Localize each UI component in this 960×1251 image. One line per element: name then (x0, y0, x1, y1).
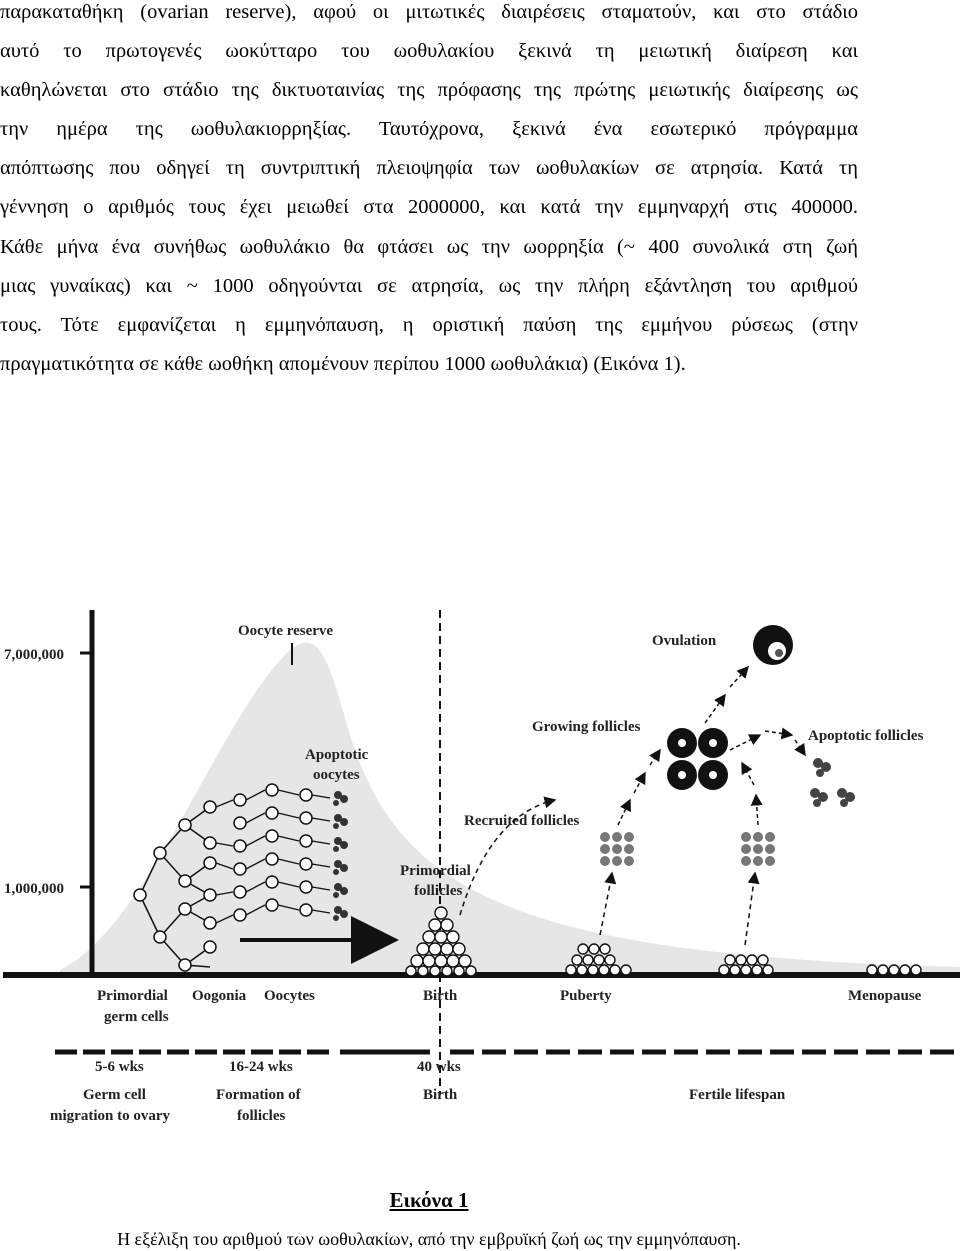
timeline-16-24-wks: 16-24 wks (229, 1059, 293, 1075)
text-line: παρακαταθήκη (ovarian reserve), αφού οι … (0, 1, 858, 23)
primordial-follicles-label-2: follicles (414, 883, 462, 899)
timeline-5-6-wks: 5-6 wks (95, 1059, 144, 1075)
stage-menopause: Menopause (848, 988, 922, 1004)
text-line: τους. Τότε εμφανίζεται η εμμηνόπαυση, η … (0, 314, 858, 336)
text-line: απόπτωσης που οδηγεί τη συντριπτική πλει… (0, 157, 858, 179)
ovulation-follicle (753, 625, 793, 665)
text-line: Κάθε μήνα ένα συνήθως ωοθυλάκιο θα φτάσε… (0, 236, 858, 258)
oocyte-reserve-curve (60, 642, 960, 973)
follicle-lifecycle-figure: 7,000,000 1,000,000 Oocyte reserve Apopt… (3, 610, 960, 1124)
text-line: μιας γυναίκας) και ~ 1000 οδηγούνται σε … (0, 275, 858, 297)
recruited-follicles-label: Recruited follicles (464, 813, 580, 829)
stage-primordial-germ-cells-2: germ cells (104, 1009, 169, 1025)
apoptotic-oocyte-clusters (333, 791, 348, 921)
timeline-germ-cell: Germ cell (83, 1087, 146, 1103)
y-tick-1m: 1,000,000 (4, 881, 64, 897)
text-line: γέννηση ο αριθμός τους έχει μειωθεί στα … (0, 196, 858, 218)
figure-title: Εικόνα 1 (389, 1188, 469, 1212)
timeline-fertile-lifespan: Fertile lifespan (689, 1087, 786, 1103)
stage-birth: Birth (423, 988, 458, 1004)
apoptotic-oocytes-label: Apoptotic (305, 747, 369, 763)
primordial-follicle-pyramid (405, 906, 477, 977)
text-line: πραγματικότητα σε κάθε ωοθήκη απομένουν … (0, 353, 686, 375)
timeline-formation: Formation of (216, 1087, 302, 1103)
text-line: την ημέρα της ωοθυλακιορρηξίας. Ταυτόχρο… (0, 118, 858, 140)
stage-oocytes: Oocytes (264, 988, 315, 1004)
growing-follicles-label: Growing follicles (532, 719, 641, 735)
primordial-follicles-label: Primordial (400, 863, 471, 879)
growing-follicles (667, 728, 728, 790)
oocyte-reserve-label: Oocyte reserve (238, 623, 333, 639)
ovulation-label: Ovulation (652, 633, 717, 649)
apoptotic-follicles-label: Apoptotic follicles (808, 728, 924, 744)
apoptotic-follicles (810, 758, 855, 807)
timeline-germ-cell-2: migration to ovary (50, 1108, 170, 1124)
oocyte-branching-tree (133, 800, 217, 972)
text-line: καθηλώνεται στο στάδιο της δικτυοταινίας… (0, 79, 858, 101)
timeline-40-wks: 40 wks (417, 1059, 461, 1075)
timeline-birth: Birth (423, 1087, 458, 1103)
menopause-follicles (866, 964, 922, 976)
figure-caption: Η εξέλιξη του αριθμού των ωοθυλακίων, απ… (117, 1229, 741, 1249)
puberty-follicle-pyramid (565, 943, 632, 976)
stage-puberty: Puberty (560, 988, 612, 1004)
recruited-follicles-left (600, 832, 634, 866)
stage-primordial-germ-cells: Primordial (97, 988, 168, 1004)
timeline-formation-2: follicles (237, 1108, 285, 1124)
y-tick-7m: 7,000,000 (4, 647, 64, 663)
text-line: αυτό το πρωτογενές ωοκύτταρο του ωοθυλακ… (0, 40, 858, 62)
apoptotic-oocytes-label-2: oocytes (313, 767, 360, 783)
recruited-follicles-right (741, 832, 775, 866)
stage-oogonia: Oogonia (192, 988, 247, 1004)
mid-follicle-pyramid (718, 954, 774, 976)
